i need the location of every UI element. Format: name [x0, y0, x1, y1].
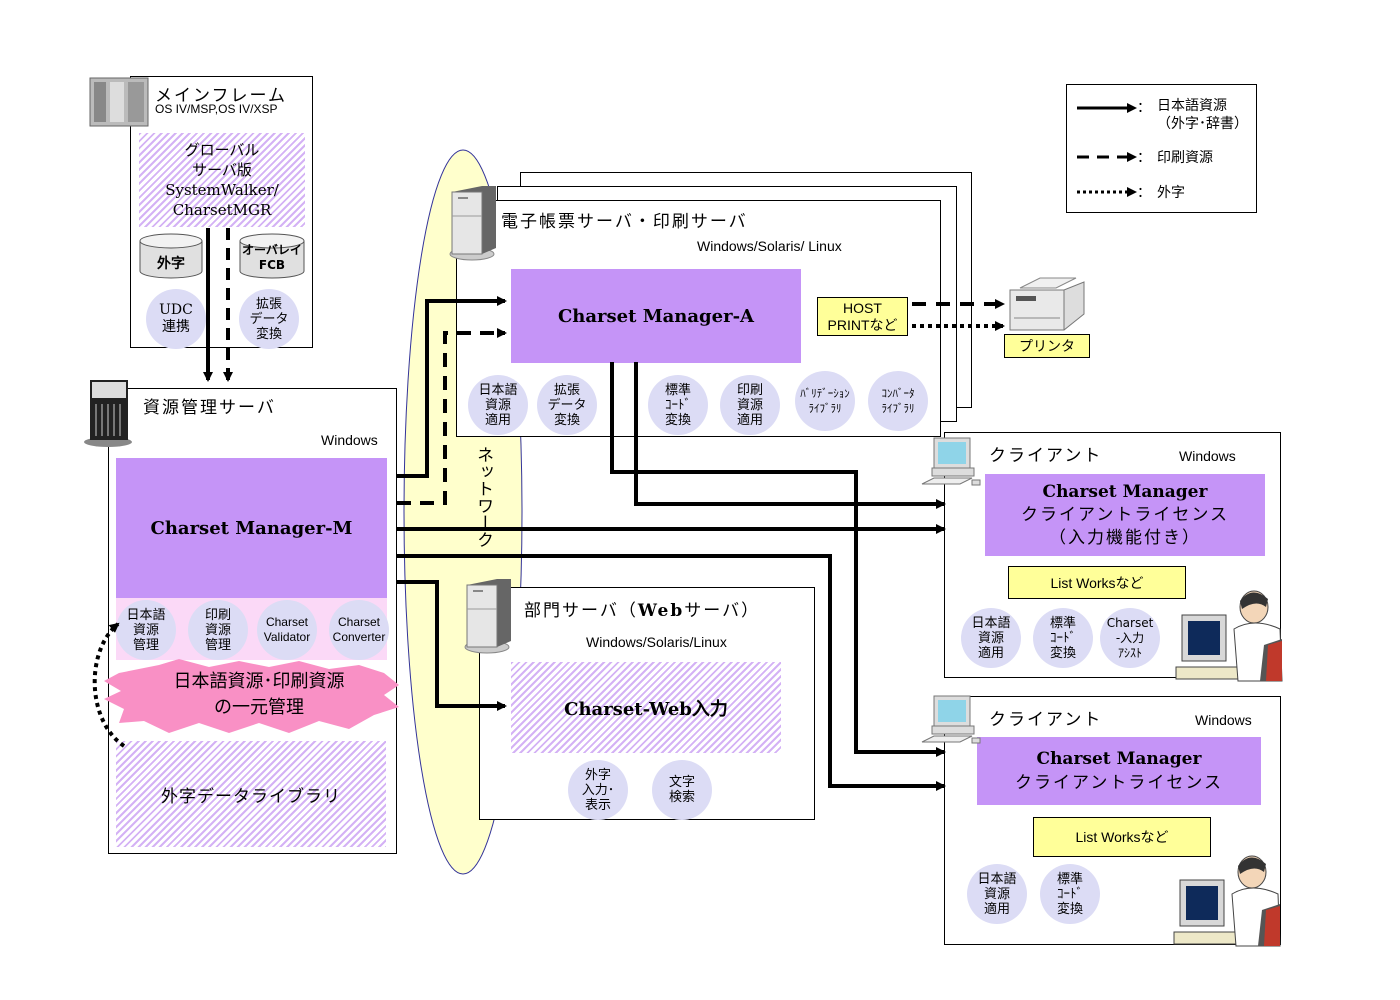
print-resource-management-circle: 印刷 資源 管理	[188, 600, 248, 660]
charset-manager-client1: Charset Manager クライアントライセンス （入力機能付き）	[985, 474, 1265, 556]
gaiji-library-loop-dotted-arrow	[92, 622, 126, 748]
gaiji-input-display-circle: 外字 入力･ 表示	[568, 760, 628, 820]
japanese-resource-management-circle: 日本語 資源 管理	[116, 600, 176, 660]
validation-library-circle: ﾊﾞﾘﾃﾞｰｼｮﾝ ﾗｲﾌﾞﾗﾘ	[795, 371, 855, 431]
mainframe-box: メインフレーム OS IV/MSP,OS IV/XSP グローバル サーバ版 S…	[130, 76, 313, 349]
legend-label-japanese-resources: 日本語資源 （外字･辞書）	[1157, 98, 1248, 132]
mainframe-title: メインフレーム	[155, 86, 287, 106]
unified-management-burst	[104, 659, 399, 733]
mainframe-server-icon	[89, 77, 149, 127]
gaiji-database-label: 外字	[157, 256, 185, 272]
client2-title: クライアント	[989, 710, 1103, 730]
standard-code-conversion-circle: 標準 ｺｰﾄﾞ 変換	[1033, 608, 1093, 668]
print-resource-apply-circle: 印刷 資源 適用	[720, 375, 780, 435]
legend-separator: ：	[1137, 185, 1151, 201]
overlay-database-icon: オーバレイ FCB	[239, 233, 305, 279]
print-server-box: 電子帳票サーバ・印刷サーバ Windows/Solaris/ Linux Cha…	[456, 200, 941, 437]
resource-to-web-arrow	[397, 580, 507, 711]
udc-circle: UDC 連携	[146, 289, 206, 349]
resource-to-client2-arrow	[397, 554, 946, 791]
extended-data-conversion-circle: 拡張 データ 変換	[239, 289, 299, 349]
printer-icon	[1009, 277, 1085, 331]
legend-arrows	[1077, 103, 1137, 197]
charset-input-assist-circle: Charset -入力 ｱｼｽﾄ	[1100, 608, 1160, 668]
client1-pc-icon	[921, 437, 981, 486]
extended-data-conversion-circle: 拡張 データ 変換	[537, 375, 597, 435]
resource-to-print-dashed-arrow	[397, 328, 507, 505]
client1-os: Windows	[1179, 448, 1236, 464]
web-server-os: Windows/Solaris/Linux	[586, 634, 727, 650]
charset-manager-client2: Charset Manager クライアントライセンス	[977, 737, 1261, 805]
standard-code-conversion-circle: 標準 ｺｰﾄﾞ 変換	[648, 375, 708, 435]
charset-manager-m: Charset Manager-M	[116, 458, 387, 598]
print-server-icon	[449, 186, 496, 261]
print-server-title: 電子帳票サーバ・印刷サーバ	[501, 212, 748, 232]
resource-server-title: 資源管理サーバ	[143, 398, 276, 418]
legend-label-gaiji: 外字	[1157, 185, 1185, 201]
overlay-database-label: オーバレイ FCB	[242, 243, 302, 272]
web-server-box: 部門サーバ（Webサーバ） Windows/Solaris/Linux Char…	[479, 587, 815, 820]
printer-label-box: プリンタ	[1004, 334, 1090, 358]
charset-converter-circle: Charset Converter	[329, 600, 389, 660]
web-server-icon	[464, 579, 511, 654]
web-server-title: 部門サーバ（Webサーバ）	[524, 601, 761, 621]
client1-listworks-box: List Worksなど	[1008, 566, 1186, 599]
resource-to-print-solid-arrow	[397, 296, 507, 478]
print-server-os: Windows/Solaris/ Linux	[697, 238, 842, 254]
mainframe-product: グローバル サーバ版 SystemWalker/ CharsetMGR	[139, 133, 305, 227]
gaiji-data-library: 外字データライブラリ	[116, 741, 386, 847]
resource-server-box: 資源管理サーバ Windows Charset Manager-M 日本語 資源…	[104, 388, 399, 854]
converter-library-circle: ｺﾝﾊﾞｰﾀ ﾗｲﾌﾞﾗﾘ	[868, 371, 928, 431]
character-search-circle: 文字 検索	[652, 760, 712, 820]
japanese-resource-apply-circle: 日本語 資源 適用	[961, 608, 1021, 668]
charset-validator-circle: Charset Validator	[257, 600, 317, 660]
legend-separator: ：	[1137, 100, 1151, 116]
resource-server-icon	[84, 380, 132, 447]
network-label: ネットワーク	[473, 446, 493, 548]
client2-box: クライアント Windows Charset Manager クライアントライセ…	[944, 696, 1281, 945]
client2-os: Windows	[1195, 712, 1252, 728]
charset-manager-a: Charset Manager-A	[511, 269, 801, 363]
client2-user-icon	[1173, 855, 1281, 947]
client1-title: クライアント	[989, 446, 1103, 466]
legend-separator: ：	[1137, 150, 1151, 166]
legend-label-print-resources: 印刷資源	[1157, 150, 1213, 166]
japanese-resource-apply-circle: 日本語 資源 適用	[967, 864, 1027, 924]
unified-management-text: 日本語資源･印刷資源 の一元管理	[173, 671, 345, 718]
charset-web-input: Charset-Web入力	[511, 662, 781, 753]
mainframe-os: OS IV/MSP,OS IV/XSP	[155, 102, 278, 116]
client2-listworks-box: List Worksなど	[1033, 817, 1211, 857]
print-to-client2-arrow	[610, 362, 946, 757]
print-to-client1-arrow	[634, 362, 946, 509]
resource-server-os: Windows	[321, 432, 378, 448]
host-print-box: HOST PRINTなど	[817, 297, 908, 336]
legend-box: ： 日本語資源 （外字･辞書） ： 印刷資源 ： 外字	[1066, 84, 1257, 213]
client1-user-icon	[1175, 590, 1283, 682]
japanese-resource-apply-circle: 日本語 資源 適用	[468, 375, 528, 435]
gaiji-database-icon: 外字	[139, 233, 203, 279]
client2-pc-icon	[921, 695, 981, 744]
standard-code-conversion-circle: 標準 ｺｰﾄﾞ 変換	[1040, 864, 1100, 924]
